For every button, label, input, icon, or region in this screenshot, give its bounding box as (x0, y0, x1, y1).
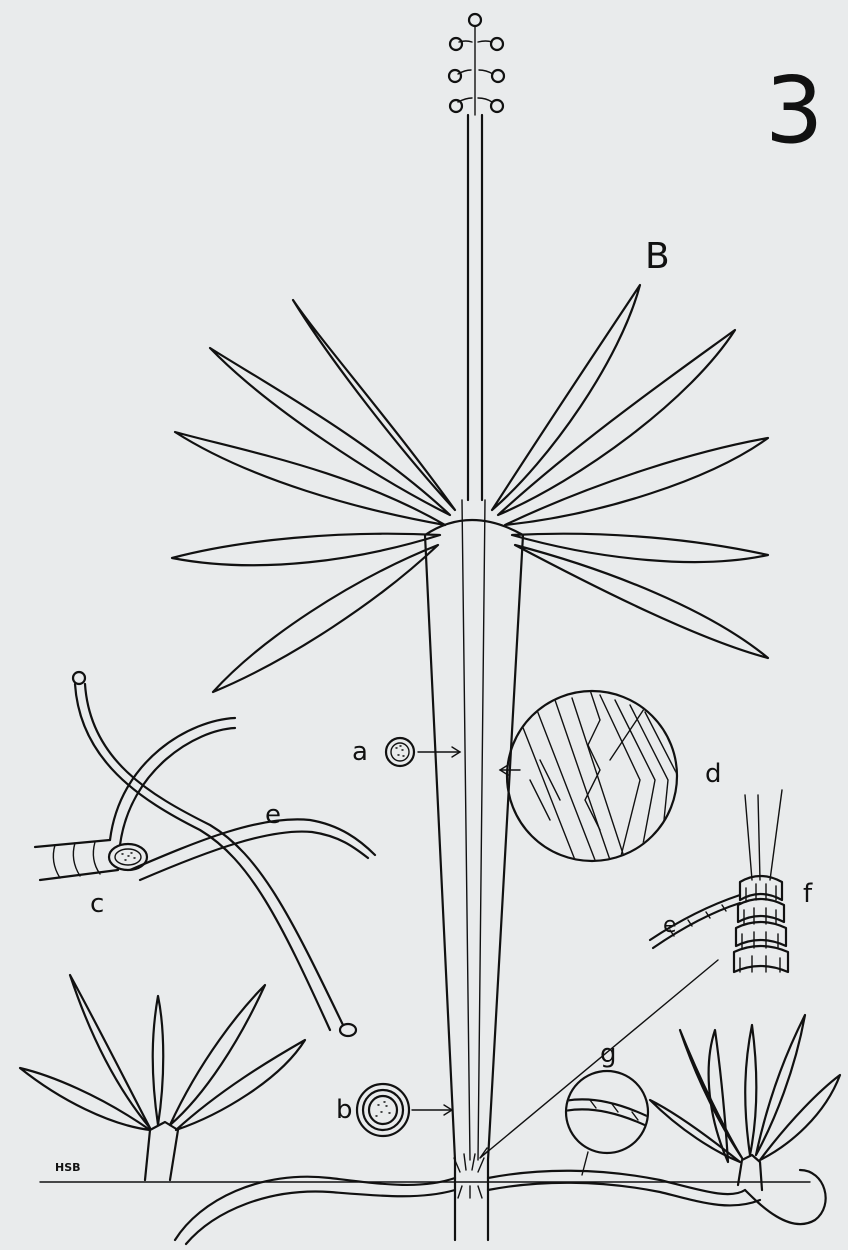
figure-number: 3 (765, 57, 824, 164)
svg-text:a: a (352, 737, 368, 767)
detail-g-rhizome-detail: g (560, 1039, 655, 1175)
svg-text:b: b (336, 1095, 353, 1125)
svg-text:g: g (600, 1039, 617, 1069)
svg-text:e: e (663, 913, 677, 938)
main-stem (425, 500, 523, 1160)
svg-text:f: f (803, 879, 813, 909)
panel-label: B (645, 236, 670, 277)
flower-buds (449, 38, 504, 112)
svg-text:d: d (705, 759, 722, 789)
svg-text:c: c (90, 889, 104, 919)
detail-c-coiled-roots: c e (35, 672, 375, 1036)
svg-text:e: e (265, 800, 281, 830)
leaf-rosette (172, 285, 768, 692)
detail-d-venation: d (500, 690, 722, 861)
inflorescence (449, 14, 504, 500)
detail-a-cross-section: a (352, 737, 460, 767)
artist-signature: HSB (55, 1161, 81, 1174)
detail-b-cross-section: b (336, 1084, 452, 1136)
